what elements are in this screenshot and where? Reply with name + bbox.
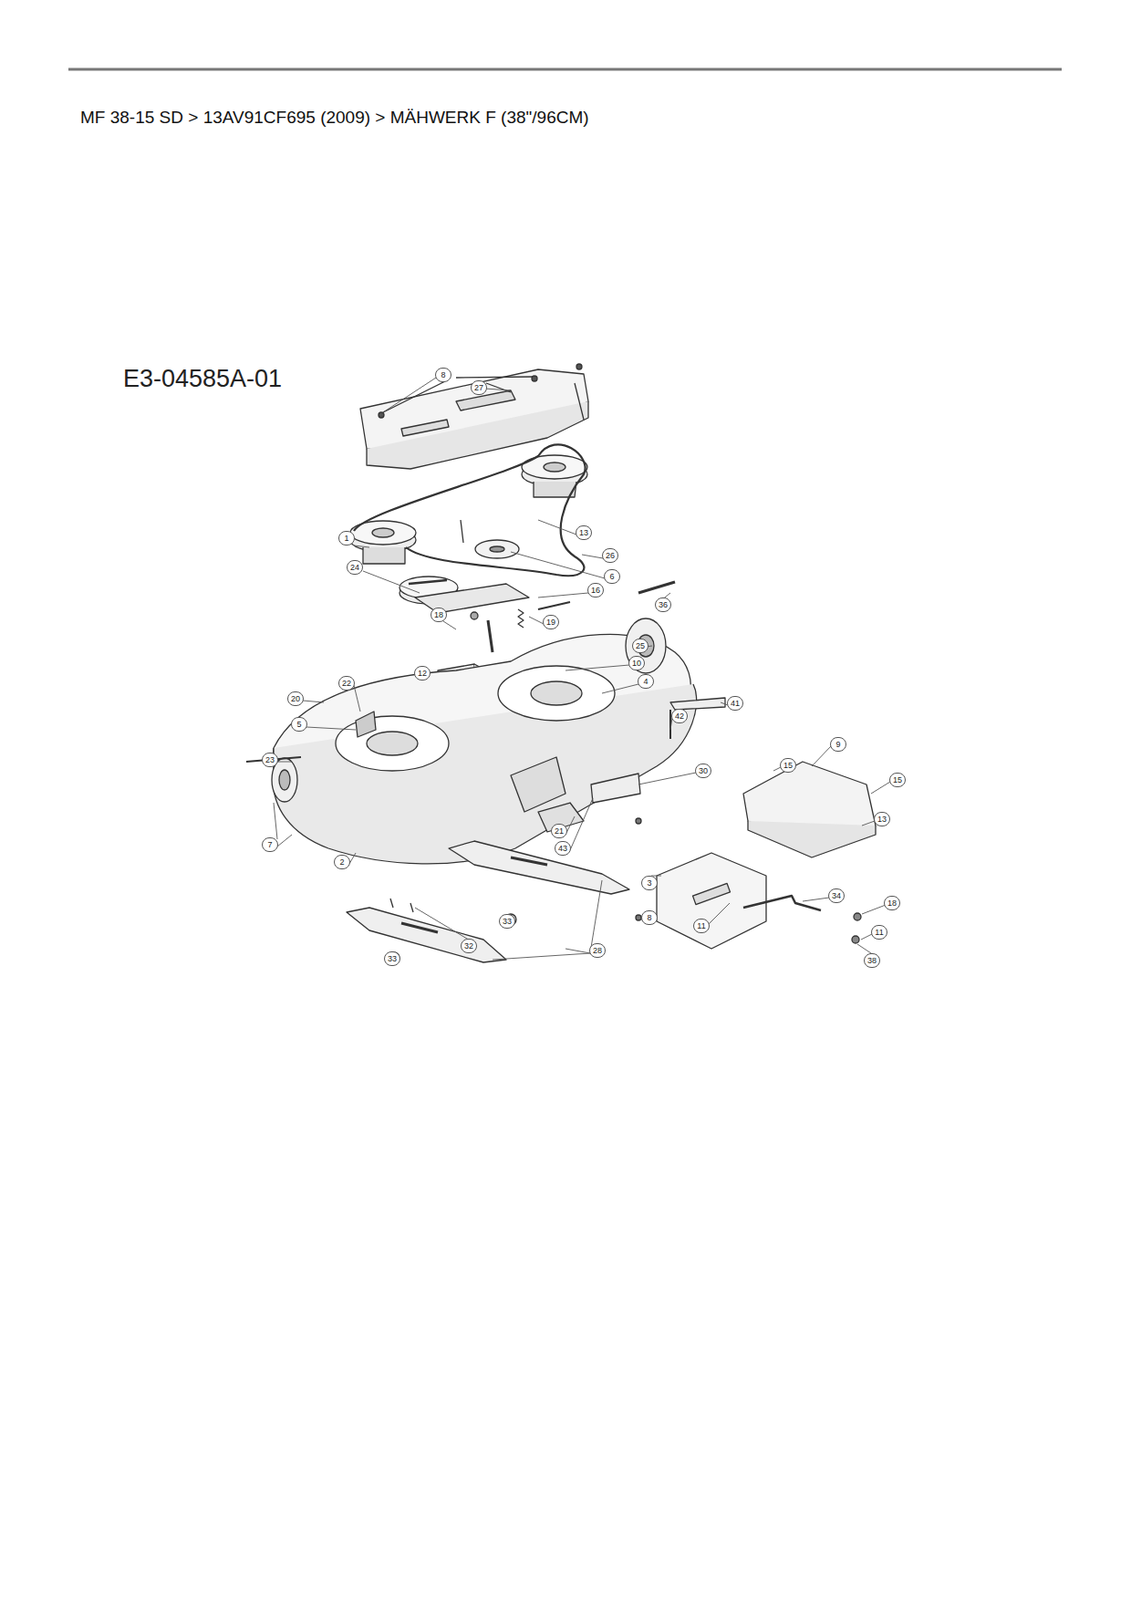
callout-number: 25: [632, 638, 649, 654]
callout-number: 4: [637, 674, 654, 689]
callout-number: 18: [430, 607, 447, 623]
callout-number: 28: [589, 943, 606, 958]
callout-number: 18: [883, 895, 901, 911]
callout-number: 30: [695, 763, 712, 779]
callout-number: 13: [575, 525, 592, 540]
callout-number: 41: [726, 695, 744, 711]
page-title: MF 38-15 SD > 13AV91CF695 (2009) > MÄHWE…: [80, 107, 590, 128]
callout-number: 22: [338, 675, 355, 691]
callout-number: 21: [550, 823, 568, 839]
callout-number: 15: [889, 772, 906, 788]
callout-number: 38: [863, 953, 881, 968]
callout-number: 7: [261, 837, 279, 852]
callout-number: 33: [383, 951, 401, 966]
callout-number: 20: [287, 691, 304, 706]
callout-number: 16: [587, 582, 604, 598]
callout-number: 24: [346, 560, 364, 575]
callout-number: 8: [435, 367, 452, 383]
callout-number: 12: [414, 665, 431, 681]
callout-number: 6: [603, 569, 621, 584]
callout-number: 2: [333, 854, 351, 870]
callout-number: 34: [828, 888, 845, 903]
callout-number: 19: [542, 614, 560, 630]
callout-number: 3: [641, 875, 658, 891]
callout-number: 27: [470, 380, 488, 395]
callout-number: 13: [873, 811, 891, 827]
callout-number: 15: [779, 757, 797, 773]
callout-number: 36: [654, 597, 672, 613]
callout-number: 5: [290, 716, 308, 732]
callout-number: 11: [871, 924, 888, 940]
callout-number: 10: [628, 655, 645, 671]
callout-number: 9: [830, 736, 847, 752]
callout-number: 26: [601, 548, 619, 563]
callout-number: 23: [261, 752, 279, 768]
callout-number: 42: [671, 708, 688, 724]
drawing-code: E3-04585A-01: [123, 364, 282, 394]
callout-number: 1: [338, 530, 355, 546]
callout-number: 11: [693, 918, 710, 934]
callout-number: 8: [641, 910, 658, 925]
callout-number: 32: [460, 938, 478, 954]
callout-number: 33: [498, 913, 516, 929]
callout-number: 43: [554, 840, 571, 856]
